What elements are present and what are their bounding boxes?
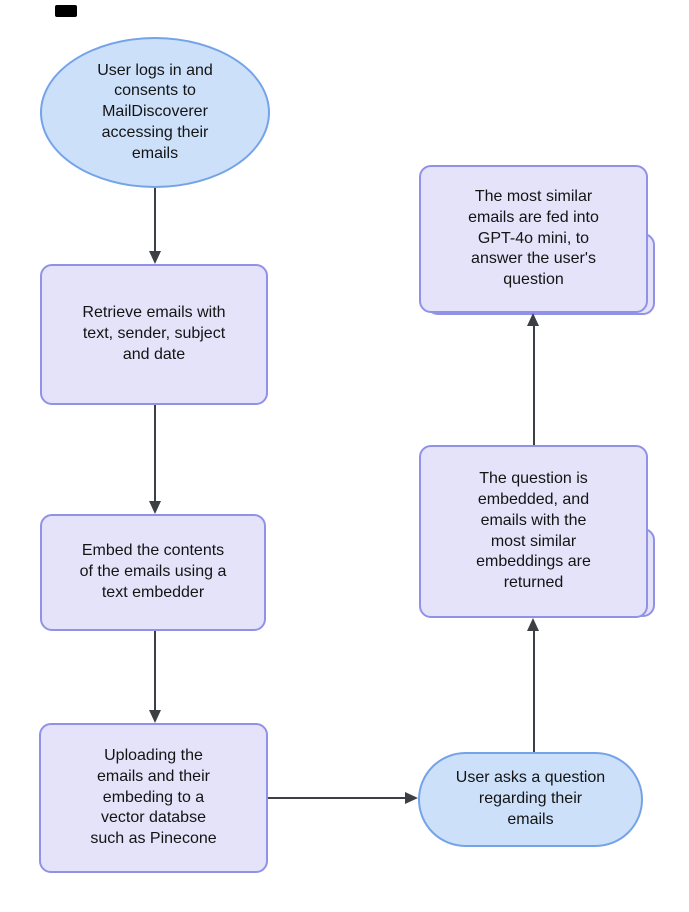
node-user-login: User logs in and consents to MailDiscove… [40,37,270,188]
arrow-upload-to-ask-head-icon [405,792,418,804]
arrow-upload-to-ask-line [268,797,405,799]
node-question-embedded-label: The question is embedded, and emails wit… [476,470,591,592]
node-question-embedded: The question is embedded, and emails wit… [419,445,648,618]
arrow-retrieve-to-embed-head-icon [149,501,161,514]
node-retrieve-emails-label: Retrieve emails with text, sender, subje… [82,304,226,363]
arrow-login-to-retrieve-line [154,188,156,251]
node-embed-contents-label: Embed the contents of the emails using a… [79,542,227,601]
arrow-question-to-gpt-line [533,326,535,445]
node-user-login-label: User logs in and consents to MailDiscove… [97,61,213,162]
arrow-ask-to-question-line [533,631,535,752]
node-user-asks-question: User asks a question regarding their ema… [418,752,643,847]
black-mark [55,5,77,17]
node-gpt-answer: The most similar emails are fed into GPT… [419,165,648,313]
arrow-embed-to-upload-head-icon [149,710,161,723]
node-retrieve-emails: Retrieve emails with text, sender, subje… [40,264,268,405]
arrow-retrieve-to-embed-line [154,405,156,501]
node-gpt-answer-label: The most similar emails are fed into GPT… [468,188,599,289]
node-embed-contents: Embed the contents of the emails using a… [40,514,266,631]
node-upload-vector-db: Uploading the emails and their embeding … [39,723,268,873]
node-upload-vector-db-label: Uploading the emails and their embeding … [90,747,217,848]
arrow-ask-to-question-head-icon [527,618,539,631]
arrow-embed-to-upload-line [154,631,156,710]
arrow-login-to-retrieve-head-icon [149,251,161,264]
arrow-question-to-gpt-head-icon [527,313,539,326]
node-user-asks-question-label: User asks a question regarding their ema… [455,769,606,828]
